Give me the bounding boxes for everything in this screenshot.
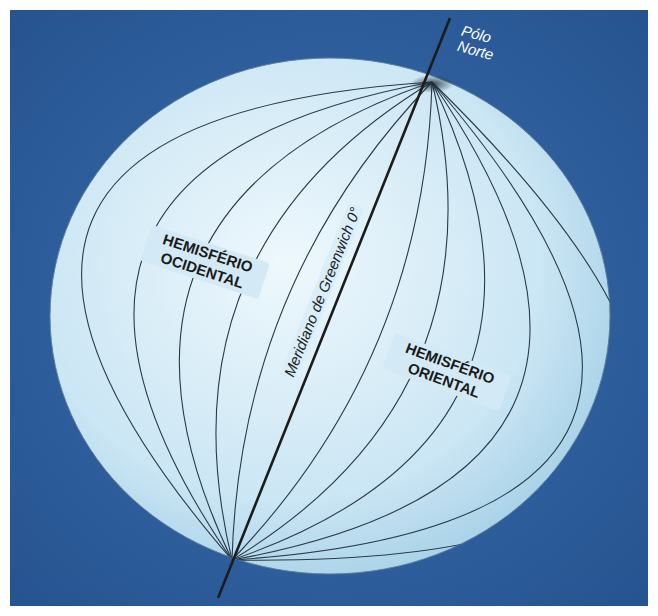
- hemisphere-label: HEMISFÉRIO OCIDENTAL: [140, 225, 270, 299]
- greenwich-axis: [218, 18, 450, 598]
- meridian-label: Meridiano de Greenwich 0°: [279, 202, 364, 382]
- blue-panel: [10, 10, 648, 606]
- meridians: [82, 82, 640, 560]
- hemisphere-label: HEMISFÉRIO ORIENTAL: [382, 333, 512, 411]
- pole-shade: [410, 75, 454, 93]
- pole-label: Pólo Norte: [456, 23, 509, 66]
